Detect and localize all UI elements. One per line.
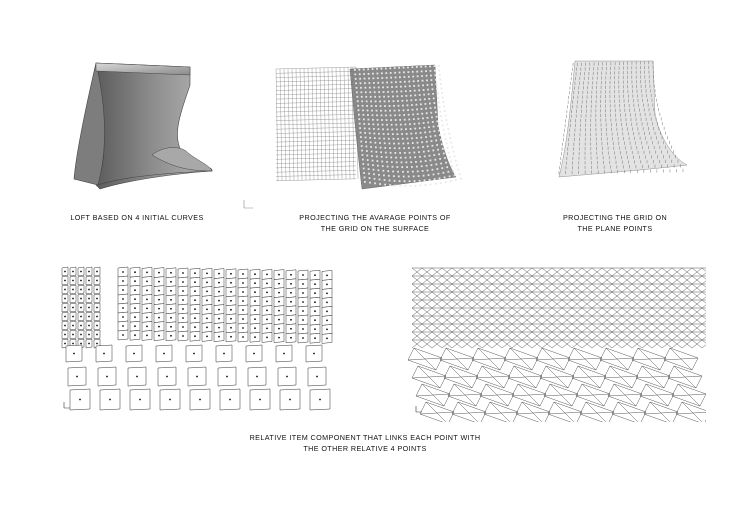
relative-item-lattice-graphic [408, 267, 706, 422]
caption-projecting-average-line2: THE GRID ON THE SURFACE [320, 224, 430, 233]
lattice-links [408, 267, 706, 422]
relative-item-lattice-render [408, 262, 706, 422]
caption-relative-line1: RELATIVE ITEM COMPONENT THAT LINKS EACH … [249, 433, 481, 442]
caption-projecting-average-line1: PROJECTING THE AVARAGE POINTS OF [299, 213, 451, 222]
caption-loft: LOFT BASED ON 4 INITIAL CURVES [42, 212, 232, 223]
caption-relative-item: RELATIVE ITEM COMPONENT THAT LINKS EACH … [200, 432, 530, 454]
grid-plane-points-graphic [558, 60, 688, 178]
relative-item-panels-graphic [61, 266, 333, 411]
grid-projection-graphic [275, 64, 462, 190]
caption-projecting-average: PROJECTING THE AVARAGE POINTS OF THE GRI… [270, 212, 480, 234]
loft-surface-render [62, 55, 222, 195]
grid-plane-points-render [545, 55, 695, 185]
axis-icon [243, 200, 253, 209]
caption-projecting-grid-line1: PROJECTING THE GRID ON [562, 213, 668, 222]
caption-projecting-grid: PROJECTING THE GRID ON THE PLANE POINTS [530, 212, 700, 234]
flat-grid [275, 66, 359, 182]
caption-loft-line1: LOFT BASED ON 4 INITIAL CURVES [70, 213, 204, 222]
grid-projection-render [270, 55, 480, 200]
caption-projecting-grid-line2: THE PLANE POINTS [577, 224, 653, 233]
relative-item-panels-render [58, 262, 350, 422]
plane-point-ticks [558, 61, 684, 175]
loft-surface-graphic [73, 62, 213, 190]
axis-marker-small [242, 198, 256, 210]
caption-relative-line2: THE OTHER RELATIVE 4 POINTS [303, 444, 427, 453]
component-panels [61, 266, 333, 411]
projected-points [354, 65, 462, 187]
